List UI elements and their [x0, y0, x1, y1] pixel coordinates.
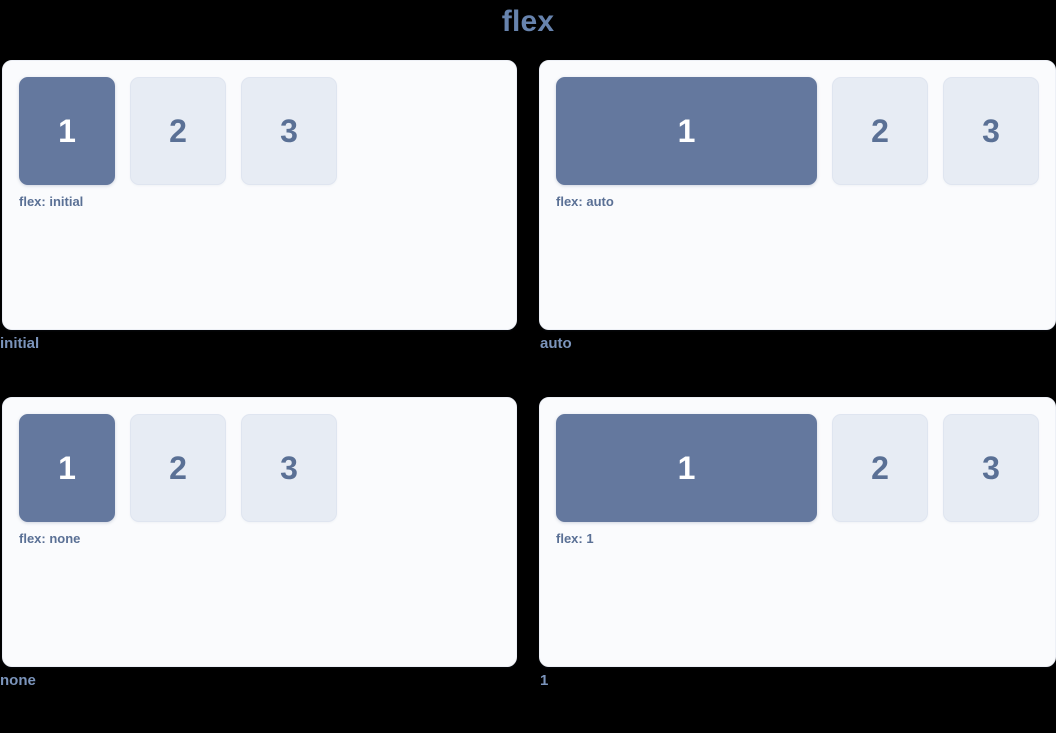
demo-cell-initial: 1 2 3 flex: initial initial: [0, 60, 517, 352]
flex-property-note: flex: 1: [556, 531, 594, 546]
flex-item-label: 2: [871, 112, 889, 149]
flex-property-note: flex: none: [19, 531, 81, 546]
flex-container-one: 1 2 3 flex: 1: [539, 397, 1056, 667]
demo-cell-one: 1 2 3 flex: 1 1: [539, 397, 1056, 689]
flex-item-label: 3: [280, 112, 298, 149]
flex-item-1: 1: [556, 77, 817, 185]
flex-item-1: 1: [19, 414, 115, 522]
flex-demo-grid: 1 2 3 flex: initial initial 1: [0, 60, 1056, 689]
demo-caption: 1: [540, 672, 549, 689]
demo-caption: initial: [0, 335, 40, 352]
flex-item-label: 1: [58, 449, 76, 486]
flex-item-2: 2: [832, 77, 928, 185]
page-title: flex: [501, 5, 555, 38]
demo-caption: auto: [540, 335, 572, 352]
flex-item-3: 3: [241, 414, 337, 522]
flex-item-1: 1: [19, 77, 115, 185]
flex-item-2: 2: [832, 414, 928, 522]
flex-item-2: 2: [130, 414, 226, 522]
flex-item-label: 1: [58, 112, 76, 149]
flex-row: 1 2 3: [19, 414, 500, 522]
flex-item-2: 2: [130, 77, 226, 185]
flex-container-none: 1 2 3 flex: none: [2, 397, 517, 667]
flex-item-3: 3: [943, 77, 1039, 185]
flex-row: 1 2 3: [19, 77, 500, 185]
demo-cell-auto: 1 2 3 flex: auto auto: [539, 60, 1056, 352]
flex-item-3: 3: [241, 77, 337, 185]
flex-item-3: 3: [943, 414, 1039, 522]
flex-item-label: 3: [280, 449, 298, 486]
flex-item-label: 2: [169, 449, 187, 486]
flex-property-note: flex: initial: [19, 194, 84, 209]
flex-item-label: 1: [677, 112, 696, 149]
flex-item-label: 1: [677, 449, 696, 486]
demo-cell-none: 1 2 3 flex: none none: [0, 397, 517, 689]
flex-row: 1 2 3: [556, 77, 1039, 185]
flex-item-label: 2: [871, 449, 889, 486]
flex-container-initial: 1 2 3 flex: initial: [2, 60, 517, 330]
flex-container-auto: 1 2 3 flex: auto: [539, 60, 1056, 330]
flex-row: 1 2 3: [556, 414, 1039, 522]
flex-item-label: 3: [982, 112, 1000, 149]
flex-item-1: 1: [556, 414, 817, 522]
flex-item-label: 2: [169, 112, 187, 149]
flex-property-note: flex: auto: [556, 194, 614, 209]
flex-item-label: 3: [982, 449, 1000, 486]
demo-caption: none: [0, 672, 36, 689]
